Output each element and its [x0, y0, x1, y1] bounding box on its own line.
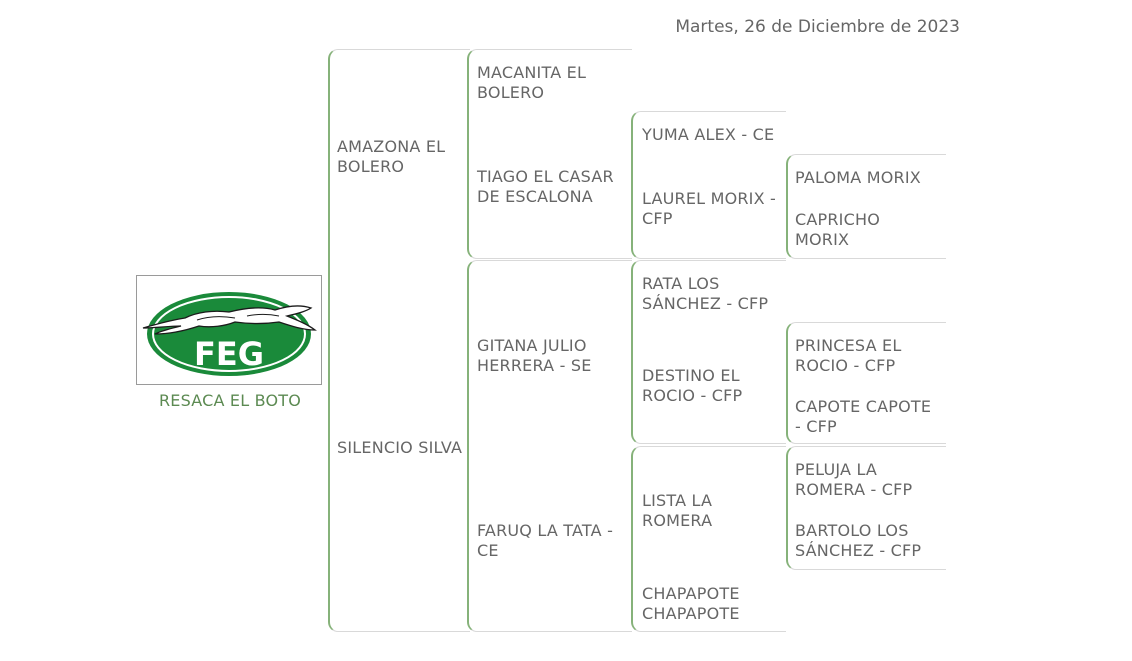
gen3-bracket-2	[631, 260, 786, 444]
gen4-laurel-dam[interactable]: PALOMA MORIX	[795, 168, 921, 187]
gen3-tiago-dam[interactable]: YUMA ALEX - CE	[642, 125, 775, 144]
gen3-bracket-1	[631, 111, 786, 259]
gen3-tiago-sire[interactable]: LAUREL MORIX - CFP	[642, 189, 777, 228]
gen4-bracket-3	[786, 446, 946, 570]
gen1-dam[interactable]: AMAZONA EL BOLERO	[337, 137, 446, 176]
generation-1-bracket	[328, 49, 470, 632]
gen2-dam-sire[interactable]: TIAGO EL CASAR DE ESCALONA	[477, 167, 614, 206]
gen3-faruq-sire[interactable]: CHAPAPOTE CHAPAPOTE	[642, 584, 740, 623]
gen2-upper-bracket	[467, 49, 632, 259]
gen4-laurel-sire[interactable]: CAPRICHO MORIX	[795, 210, 880, 249]
gen1-sire[interactable]: SILENCIO SILVA	[337, 438, 463, 457]
gen4-bracket-1	[786, 154, 946, 259]
gen2-lower-bracket	[467, 260, 632, 632]
gen2-sire-dam[interactable]: GITANA JULIO HERRERA - SE	[477, 336, 592, 375]
subject-name[interactable]: RESACA EL BOTO	[158, 391, 302, 410]
report-date: Martes, 26 de Diciembre de 2023	[675, 17, 960, 37]
gen3-gitana-dam[interactable]: RATA LOS SÁNCHEZ - CFP	[642, 274, 769, 313]
feg-logo: FEG	[136, 275, 322, 385]
gen3-gitana-sire[interactable]: DESTINO EL ROCIO - CFP	[642, 366, 743, 405]
gen3-bracket-3	[631, 446, 786, 632]
greyhound-logo-icon: FEG	[142, 292, 317, 376]
gen2-dam-dam[interactable]: MACANITA EL BOLERO	[477, 63, 587, 102]
gen4-destino-sire[interactable]: CAPOTE CAPOTE - CFP	[795, 397, 932, 436]
gen4-bracket-2	[786, 322, 946, 444]
gen4-destino-dam[interactable]: PRINCESA EL ROCIO - CFP	[795, 336, 902, 375]
gen4-lista-dam[interactable]: PELUJA LA ROMERA - CFP	[795, 460, 913, 499]
gen3-faruq-dam[interactable]: LISTA LA ROMERA	[642, 491, 713, 530]
gen4-lista-sire[interactable]: BARTOLO LOS SÁNCHEZ - CFP	[795, 521, 922, 560]
gen2-sire-sire[interactable]: FARUQ LA TATA - CE	[477, 521, 614, 560]
logo-text: FEG	[194, 335, 264, 373]
